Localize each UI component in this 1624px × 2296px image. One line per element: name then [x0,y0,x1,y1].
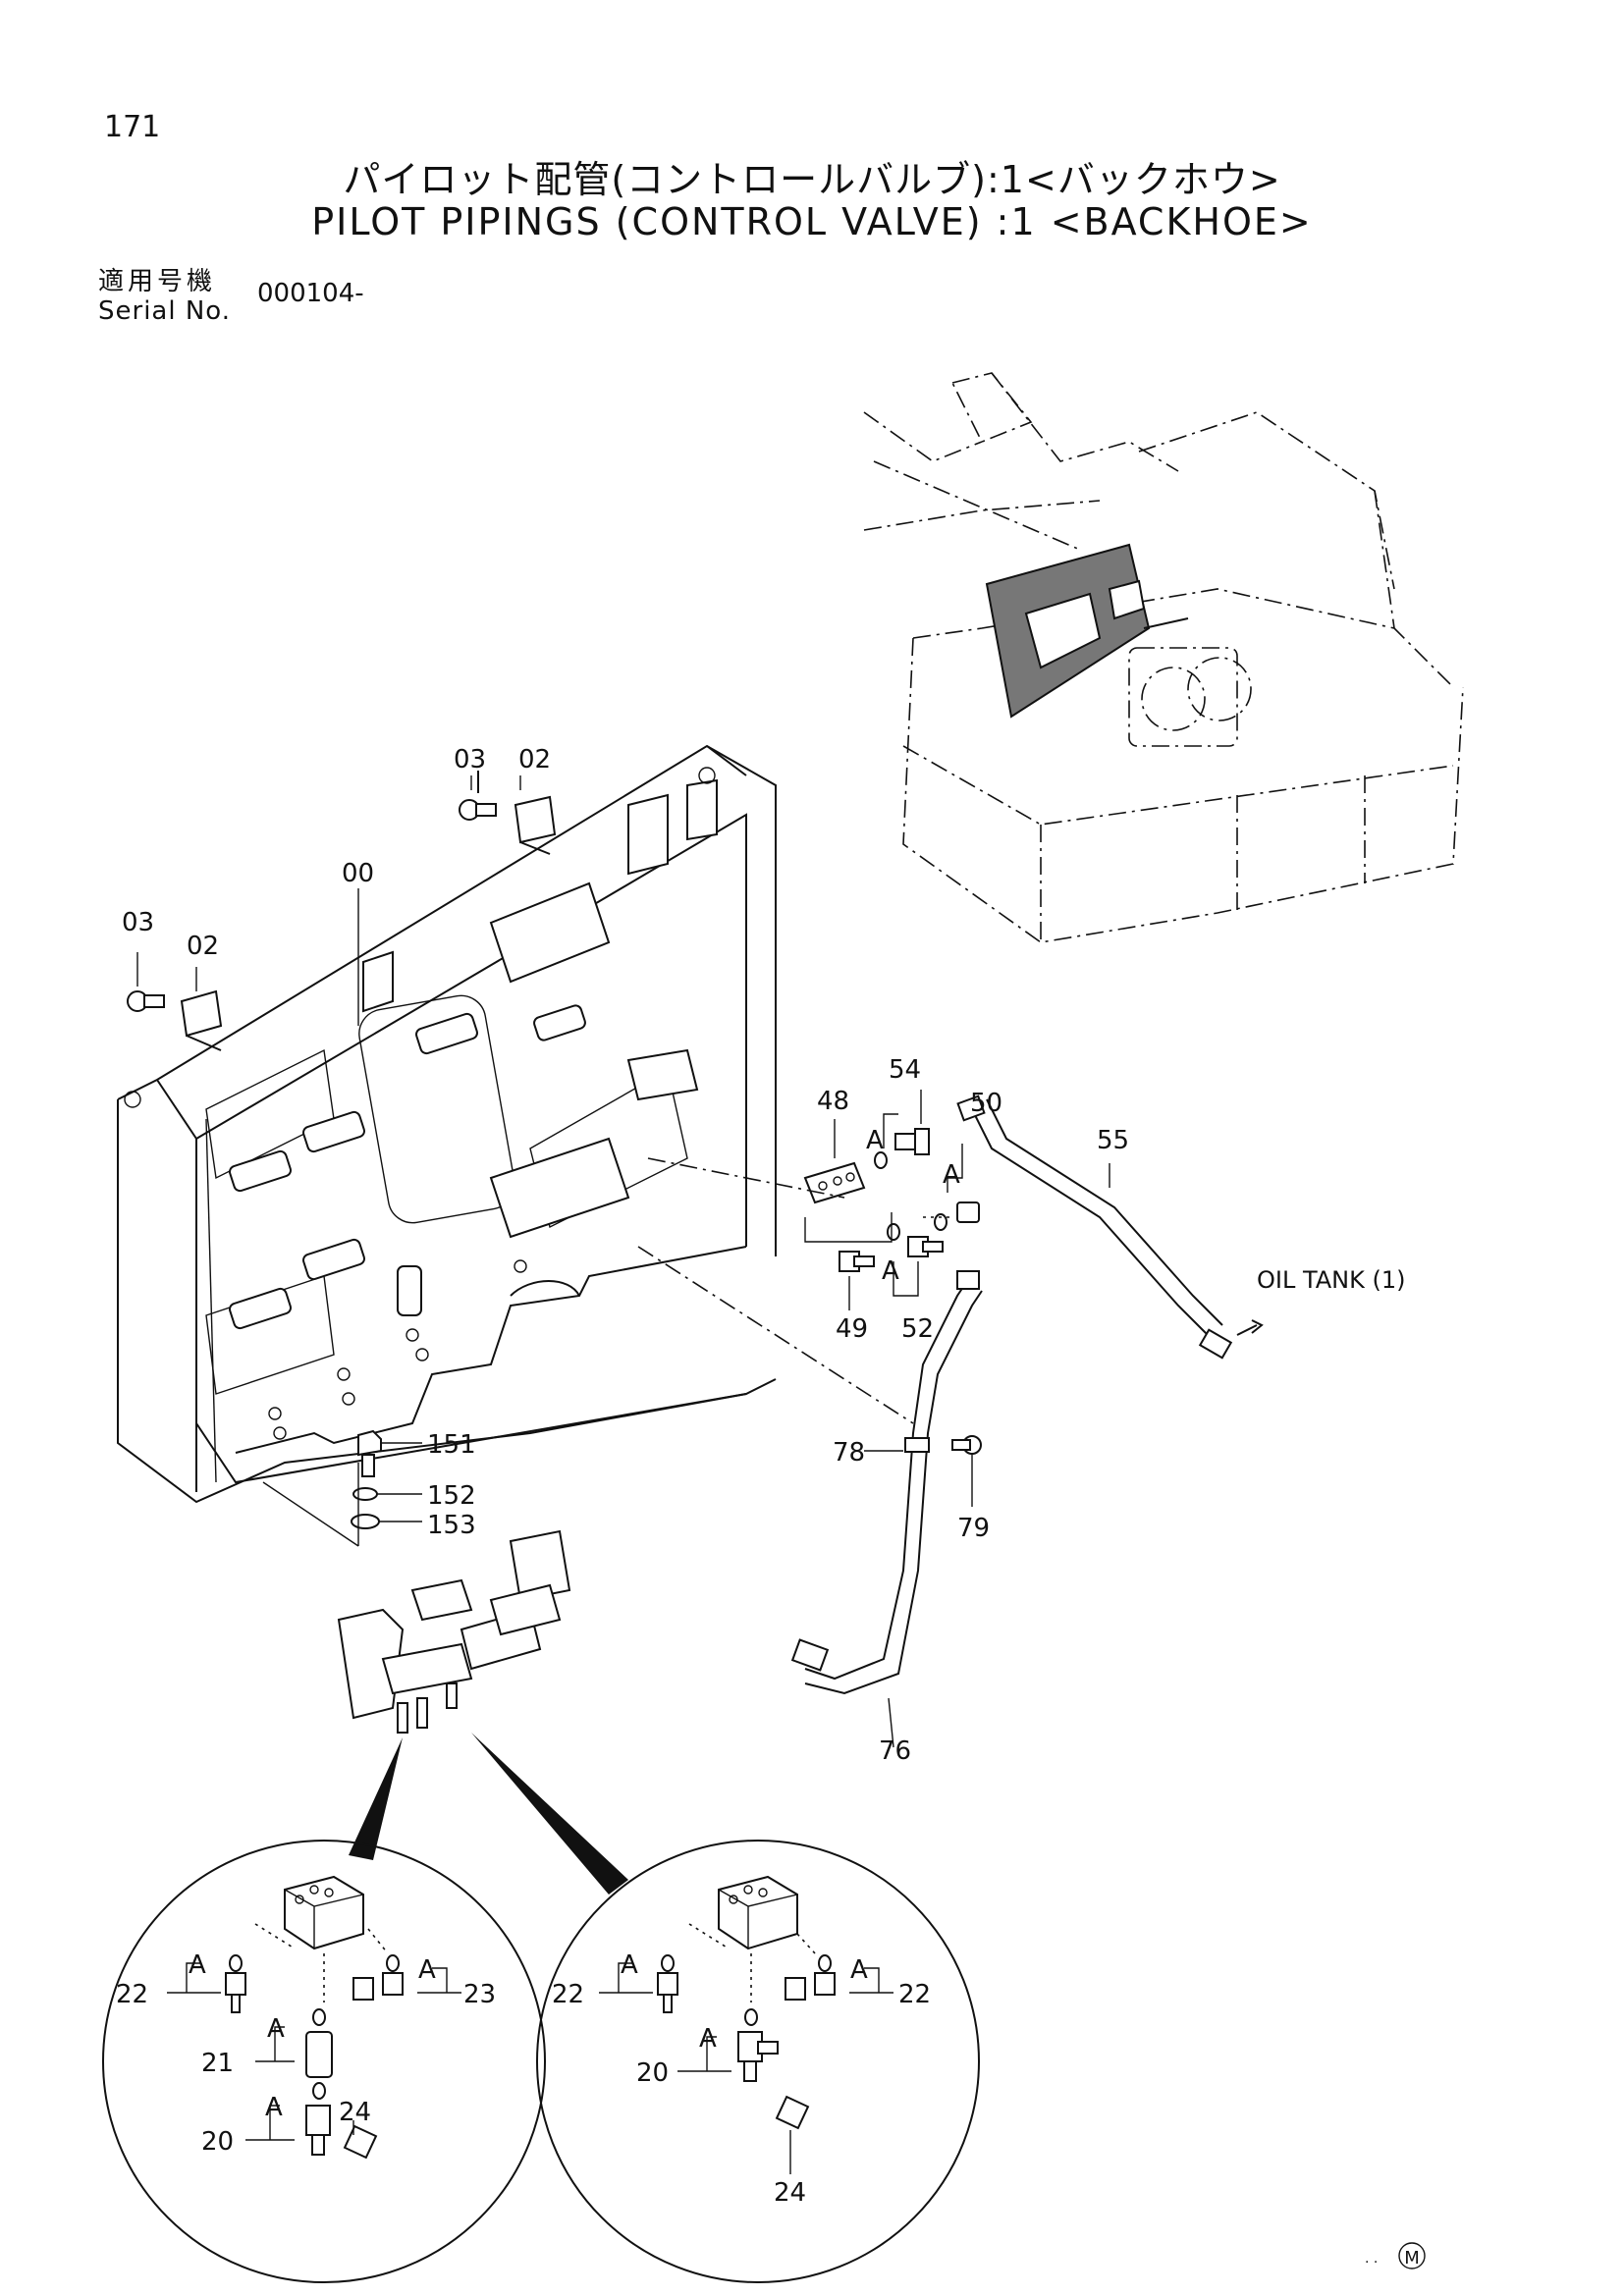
o-ring-a2 [934,1213,947,1231]
hose-76 [790,1270,983,1695]
detail-left-callout-21: 21 [201,2049,234,2078]
callout-50: 50 [970,1089,1002,1118]
detail-right-callout-a-3: A [699,2024,717,2054]
detail-left-callout-a-1: A [189,1950,206,1980]
detail-left-callout-23: 23 [463,1980,496,2009]
callout-02-upper: 02 [518,745,551,774]
callout-00: 00 [342,859,374,888]
machine-overview [863,372,1464,943]
detail-left-callout-a-3: A [267,2014,285,2044]
o-ring-a1 [874,1151,888,1169]
oil-tank-label: OIL TANK (1) [1257,1266,1406,1294]
bolt-03-upper [459,799,497,821]
serial-label-japanese: 適用号機 [98,267,217,296]
elbow-52 [907,1236,944,1257]
detail-left-callout-24: 24 [339,2098,371,2127]
callout-76: 76 [879,1736,911,1766]
leader-lines [136,775,1110,1748]
callout-a-1: A [866,1126,884,1155]
bracket-02-left [180,989,223,1051]
callout-03-left: 03 [122,908,154,937]
callout-153: 153 [427,1511,476,1540]
detail-pointer-right [471,1733,628,1895]
adapter-54 [894,1128,930,1155]
control-valve-cluster [337,1529,571,1734]
detail-circle-right [536,1840,980,2283]
valve-bracket-plate [117,744,777,1504]
callout-54: 54 [889,1055,921,1085]
callout-55: 55 [1097,1126,1129,1155]
page-title-english: PILOT PIPINGS (CONTROL VALVE) :1 <BACKHO… [311,200,1313,243]
callout-79: 79 [957,1514,990,1543]
bolt-79 [951,1435,982,1455]
washer-153 [351,1514,380,1529]
detail-right-callout-24: 24 [774,2178,806,2208]
callout-49: 49 [836,1314,868,1344]
callout-152: 152 [427,1481,476,1511]
o-ring-a3 [887,1223,900,1241]
connector-block-48 [803,1161,866,1204]
bracket-02-upper [477,771,557,855]
footer-mark: . . M [1365,2242,1426,2269]
detail-left-callout-22: 22 [116,1980,148,2009]
svg-text:. .: . . [1365,2251,1378,2267]
callout-52: 52 [901,1314,934,1344]
clamp-78 [904,1437,930,1453]
elbow-49 [839,1251,875,1272]
page-title-japanese: パイロット配管(コントロールバルブ):1<バックホウ> [343,158,1281,201]
detail-left-callout-20: 20 [201,2127,234,2157]
callout-a-2: A [943,1160,960,1190]
bolt-03-left [127,990,165,1012]
plug-50 [956,1201,980,1223]
callout-02-left: 02 [187,932,219,961]
detail-pointer-left [349,1737,403,1860]
detail-right-callout-22-left: 22 [552,1980,584,2009]
detail-right-callout-a-2: A [850,1955,868,1985]
callout-a-3: A [882,1256,899,1286]
detail-left-callout-a-2: A [418,1955,436,1985]
lock-washer-152 [352,1487,378,1501]
detail-right-callout-22-right: 22 [898,1980,931,2009]
detail-circle-left [102,1840,546,2283]
detail-left-callout-a-4: A [265,2093,283,2122]
callout-78: 78 [833,1438,865,1468]
footer-mark-letter: M [1404,2248,1420,2269]
bolt-151 [357,1429,382,1477]
detail-right-callout-20: 20 [636,2058,669,2088]
page-number: 171 [104,110,161,144]
callout-03-upper: 03 [454,745,486,774]
serial-label-english: Serial No. [98,296,231,326]
serial-number-value: 000104- [257,279,364,308]
hose-55 [956,1095,1264,1360]
callout-151: 151 [427,1430,476,1460]
detail-right-callout-a-1: A [621,1950,638,1980]
callout-48: 48 [817,1087,849,1116]
